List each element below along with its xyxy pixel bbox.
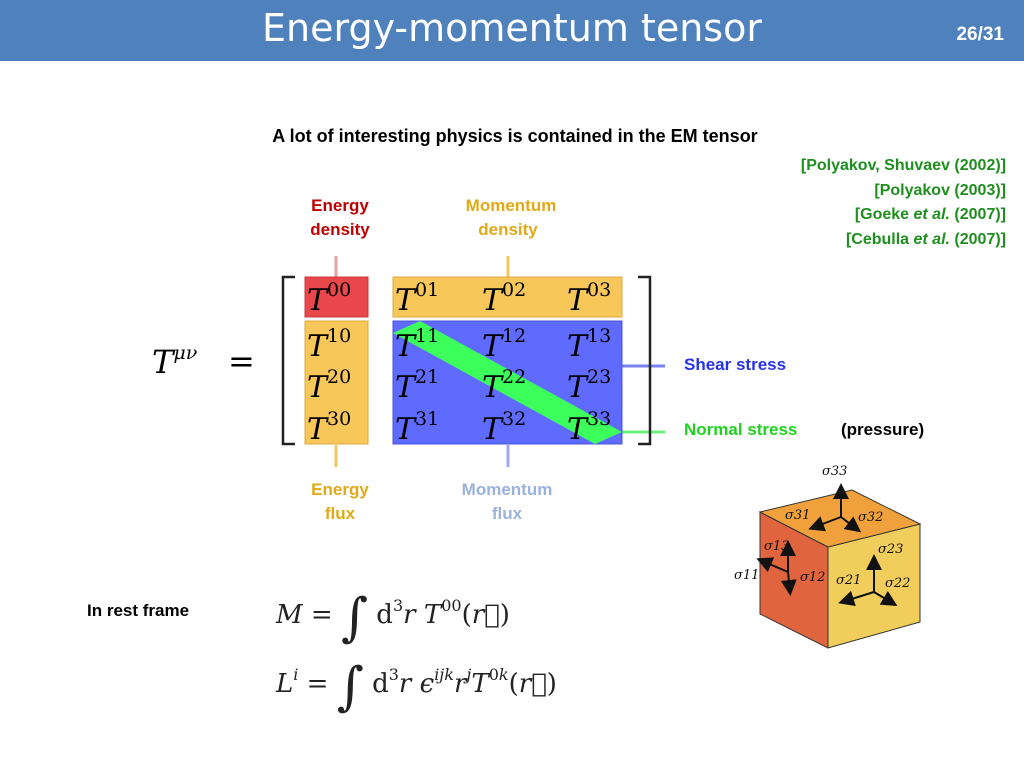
tensor-cell-12: T12 xyxy=(482,325,527,364)
tensor-cell-20: T20 xyxy=(307,366,352,405)
sigma11-label: σ11 xyxy=(734,568,759,583)
reference-2: [Polyakov (2003)] xyxy=(874,181,1006,199)
tensor-cell-23: T23 xyxy=(567,366,612,405)
diagonal-stress-band xyxy=(393,321,622,444)
subtitle: A lot of interesting physics is containe… xyxy=(272,126,758,146)
sigma13-label: σ13 xyxy=(764,539,789,554)
references: [Polyakov, Shuvaev (2002)] [Polyakov (20… xyxy=(801,154,1006,252)
mass-formula: M = ∫ d3r T00(r⃗) xyxy=(276,588,510,648)
tensor-cell-00: T00 xyxy=(307,279,352,318)
tensor-cell-10: T10 xyxy=(307,325,352,364)
sigma22-arrow xyxy=(873,590,898,607)
angular-momentum-formula: Li = ∫ d3r ϵijkrjT0k(r⃗) xyxy=(276,657,557,717)
energy-density-block xyxy=(304,276,369,318)
sigma12-label: σ12 xyxy=(800,570,825,585)
sigma31-arrow xyxy=(808,516,842,532)
tensor-cell-22: T22 xyxy=(482,366,527,405)
cube-top-face xyxy=(758,489,922,548)
sigma32-arrow xyxy=(840,516,862,533)
sigma33-label: σ33 xyxy=(822,464,847,479)
tensor-cell-11: T11 xyxy=(395,325,440,364)
right-bracket xyxy=(638,275,652,446)
tensor-cell-21: T21 xyxy=(395,366,440,405)
tensor-equals: = xyxy=(228,342,255,380)
tensor-cell-13: T13 xyxy=(567,325,612,364)
sigma22-label: σ22 xyxy=(885,576,910,591)
sigma12-arrow xyxy=(780,571,797,596)
energy-flux-block xyxy=(304,320,369,445)
normal-stress-label: Normal stress xyxy=(684,420,798,439)
tensor-cell-32: T32 xyxy=(482,408,527,447)
sigma21-arrow xyxy=(838,590,875,607)
shear-stress-label: Shear stress xyxy=(684,355,787,374)
sigma32-label: σ32 xyxy=(858,510,883,525)
tensor-cell-31: T31 xyxy=(395,408,440,447)
sigma11-arrow xyxy=(756,557,789,573)
tensor-cell-01: T01 xyxy=(395,279,440,318)
tensor-cell-02: T02 xyxy=(482,279,527,318)
reference-1: [Polyakov, Shuvaev (2002)] xyxy=(800,157,1006,174)
reference-3: [Goeke et al. (2007)] xyxy=(854,206,1006,223)
pressure-label: (pressure) xyxy=(841,420,925,439)
reference-4: [Cebulla et al. (2007)] xyxy=(845,230,1006,248)
tensor-lhs: Tμν xyxy=(152,342,198,381)
slide-title: Energy-momentum tensor xyxy=(262,6,762,50)
sigma31-label: σ31 xyxy=(785,508,810,523)
stress-cube-diagram: σ33 σ31 σ32 σ13 σ23 σ11 σ12 σ21 σ22 xyxy=(734,464,922,649)
rest-frame-label: In rest frame xyxy=(87,601,190,620)
tensor-cell-03: T03 xyxy=(567,279,612,318)
page-number: 26/31 xyxy=(956,24,1004,45)
momentum-density-block xyxy=(392,276,623,318)
header-bar xyxy=(0,0,1024,61)
tensor-cell-30: T30 xyxy=(307,408,352,447)
sigma23-label: σ23 xyxy=(878,542,903,557)
left-bracket xyxy=(281,275,295,446)
sigma21-label: σ21 xyxy=(836,573,861,588)
tensor-cell-33: T33 xyxy=(567,408,612,447)
